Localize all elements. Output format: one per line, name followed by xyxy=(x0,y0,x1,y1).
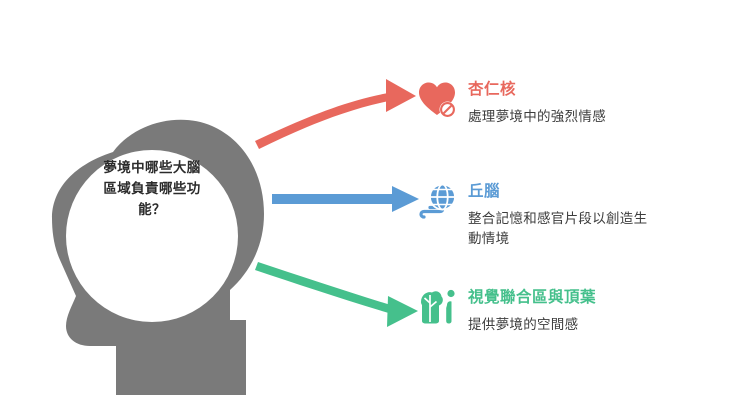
branch-title: 丘腦 xyxy=(468,183,501,200)
branch-amygdala: 杏仁核 處理夢境中的強烈情感 xyxy=(418,78,718,127)
globe-path-icon xyxy=(419,183,456,219)
branch-visual-area: 視覺聯合區與頂葉 提供夢境的空間感 xyxy=(418,286,718,335)
description-line: 動情境 xyxy=(468,230,510,246)
branch-description: 提供夢境的空間感 xyxy=(468,315,596,335)
branch-title: 杏仁核 xyxy=(468,81,517,98)
central-node: 夢境中哪些大腦 區域負責哪些功 能？ xyxy=(50,110,290,395)
branch-text-thalamus: 丘腦 整合記憶和感官片段以創造生 動情境 xyxy=(468,180,693,249)
branch-title: 視覺聯合區與頂葉 xyxy=(468,289,597,306)
branch-text-visual-area: 視覺聯合區與頂葉 提供夢境的空間感 xyxy=(468,286,596,335)
description-line: 處理夢境中的強烈情感 xyxy=(468,108,606,124)
branch-thalamus: 丘腦 整合記憶和感官片段以創造生 動情境 xyxy=(418,180,703,249)
description-line: 整合記憶和感官片段以創造生 xyxy=(468,210,648,226)
branch-text-amygdala: 杏仁核 處理夢境中的強烈情感 xyxy=(468,78,606,127)
head-profile-silhouette-icon xyxy=(52,119,264,395)
question-line: 能？ xyxy=(138,201,166,217)
arrow-to-thalamus xyxy=(272,186,419,212)
question-line: 區域負責哪些功 xyxy=(103,180,201,196)
heart-icon xyxy=(419,82,456,118)
arrow-to-visual-area xyxy=(255,262,418,327)
question-line: 夢境中哪些大腦 xyxy=(103,160,201,175)
branch-description: 整合記憶和感官片段以創造生 動情境 xyxy=(468,209,693,250)
description-line: 提供夢境的空間感 xyxy=(468,316,579,332)
tree-landscape-icon xyxy=(421,289,455,324)
central-question: 夢境中哪些大腦 區域負責哪些功 能？ xyxy=(74,158,230,221)
arrow-to-amygdala xyxy=(255,79,416,149)
branch-description: 處理夢境中的強烈情感 xyxy=(468,107,606,127)
